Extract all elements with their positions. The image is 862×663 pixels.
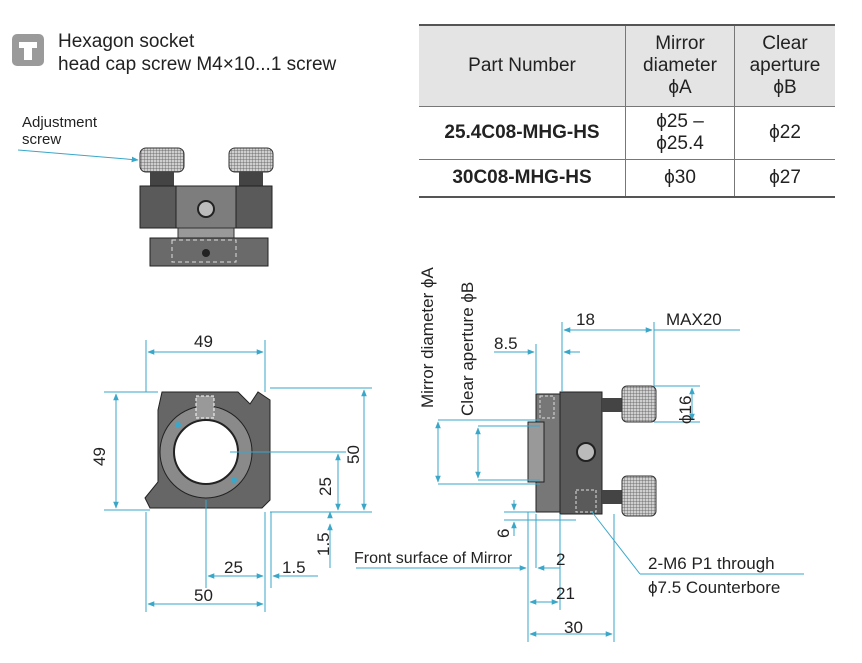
dim-side-30: 30 [564,618,583,637]
front-surface-label: Front surface of Mirror [354,550,513,567]
cell-mirror-diameter: ϕ25 – ϕ25.4 [625,106,735,160]
dim-front-small-height: 1.5 [314,532,333,556]
mirror-diameter-label: Mirror diameter ϕA [418,267,437,408]
front-dimensions [104,340,372,612]
dim-side-2: 2 [556,550,566,569]
adjustment-screw-label: Adjustment screw [22,114,97,148]
spec-table: Part Number Mirror diameter ϕA Clear ape… [419,24,835,198]
dim-front-mid-height: 25 [316,477,335,496]
phi16-label: ϕ16 [676,395,695,424]
clear-aperture-label: Clear aperture ϕB [458,281,477,416]
adjustment-screw-label-line2: screw [22,131,62,148]
dim-front-bottom-1-5: 1.5 [282,558,306,577]
dim-front-bottom-50: 50 [194,586,213,605]
header-clear-aperture: Clear aperture ϕB [734,24,835,107]
header-mirror-diameter: Mirror diameter ϕA [625,24,735,107]
screw-note-line2: head cap screw M4×10...1 screw [58,54,337,75]
screw-note: Hexagon socket head cap screw M4×10...1 … [58,30,336,76]
table-row: 25.4C08-MHG-HS ϕ25 – ϕ25.4 ϕ22 [419,106,835,160]
dim-side-18: 18 [576,310,595,329]
adjustment-screw-label-line1: Adjustment [22,114,98,131]
dim-front-right-height: 50 [344,445,363,464]
dim-front-bottom-25: 25 [224,558,243,577]
cell-mirror-diameter: ϕ30 [625,159,735,198]
cell-part-number: 25.4C08-MHG-HS [419,106,626,160]
screw-note-line1: Hexagon socket [58,31,195,52]
dim-front-top-width: 49 [194,332,213,351]
header-part-number: Part Number [419,24,626,107]
side-dimensions [356,322,804,642]
thread-label-line1: 2-M6 P1 through [648,554,775,573]
dim-front-left-height: 49 [90,447,109,466]
side-view [527,385,657,517]
hex-socket-screw-icon [12,34,44,66]
cell-clear-aperture: ϕ27 [734,159,835,198]
table-row: 30C08-MHG-HS ϕ30 ϕ27 [419,159,835,198]
top-view [17,147,274,267]
dim-side-8-5: 8.5 [494,334,518,353]
table-header-row: Part Number Mirror diameter ϕA Clear ape… [419,24,835,107]
cell-part-number: 30C08-MHG-HS [419,159,626,198]
max20-label: MAX20 [666,310,722,329]
front-view [144,391,271,509]
dim-side-21: 21 [556,584,575,603]
dim-side-6: 6 [494,528,513,538]
thread-label-line2: ϕ7.5 Counterbore [648,578,781,597]
cell-clear-aperture: ϕ22 [734,106,835,160]
